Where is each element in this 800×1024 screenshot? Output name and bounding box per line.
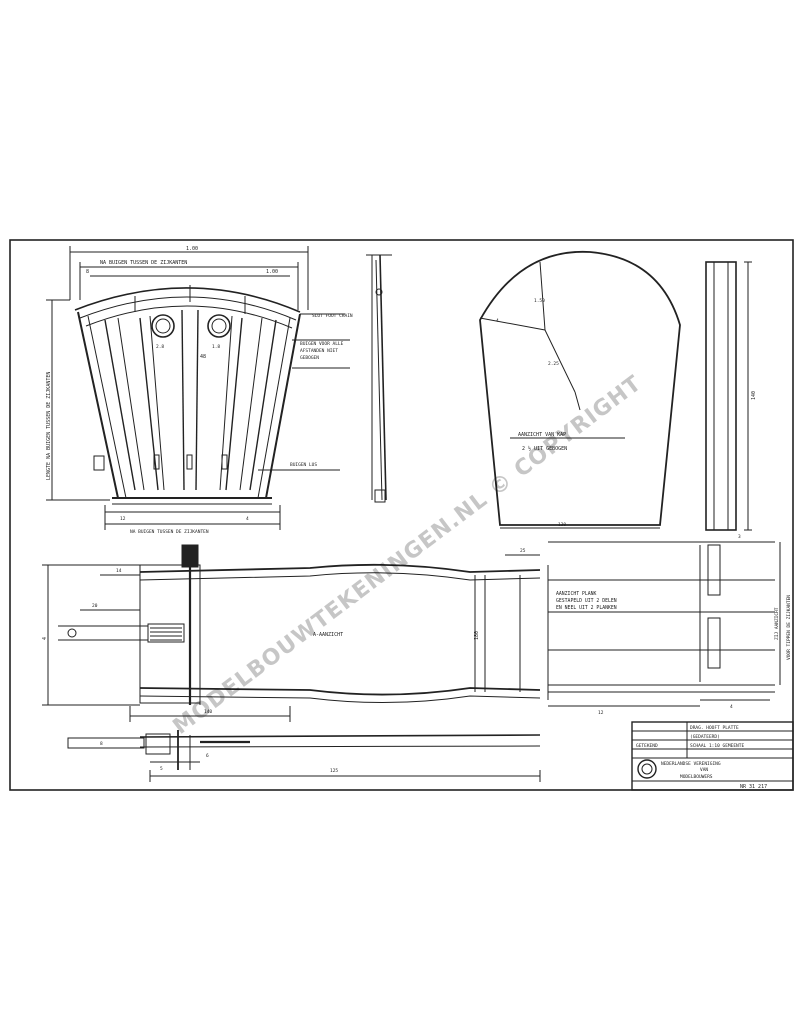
- label-note-1: SLOT FOOT CHAIN: [312, 313, 353, 319]
- label-note-2b: AFSTANDEN NIET: [300, 348, 338, 354]
- label-bottom-span: NA BUIGEN TUSSEN DE ZIJKANTEN: [130, 529, 209, 535]
- sheet-border: [9, 239, 794, 791]
- side-view: [67, 730, 541, 782]
- label-top-span: NA BUIGEN TUSSEN DE ZIJKANTEN: [100, 260, 187, 266]
- label-center: A-AANZICHT: [313, 632, 343, 638]
- tb-row4: GETEKEND: [636, 743, 658, 749]
- dim-d1: 8: [86, 269, 89, 275]
- dim-d5: 2.8: [156, 344, 164, 350]
- dim-d7: 12: [120, 516, 126, 522]
- label-plank-1: AANZICHT PLANK: [556, 591, 597, 597]
- label-note-2c: GEBOGEN: [300, 355, 319, 361]
- dim-d23: 8: [100, 741, 103, 747]
- dim-d4: 48: [200, 354, 206, 360]
- hood-view: [479, 250, 681, 529]
- plan-view: [42, 544, 549, 722]
- dim-d10: 4: [496, 318, 499, 324]
- label-note-2a: BUIGEN VOOR ALLE: [300, 341, 344, 347]
- tall-plank: [705, 261, 752, 531]
- dim-d24: 5: [160, 766, 163, 772]
- label-plank-3: EN NEEL UIT 2 PLANKEN: [556, 605, 617, 611]
- dim-d2: 1.00: [186, 246, 198, 252]
- side-profile: [366, 254, 392, 503]
- tb-number: NR 31 217: [740, 784, 767, 790]
- dim-d8: 4: [246, 516, 249, 522]
- label-kap-sub: 2 ½ UIT GEBOGEN: [522, 445, 567, 452]
- board-view: [548, 541, 781, 707]
- label-plank-2: GESTAPELD UIT 2 DELEN: [556, 598, 617, 604]
- label-ring-note: BUIGEN LUS: [290, 462, 317, 468]
- tb-org-3: MODELBOUWERS: [680, 774, 713, 780]
- dim-d11: 2.25: [548, 361, 559, 367]
- dim-d9: 1.50: [534, 298, 545, 304]
- dim-d21: 12: [598, 710, 604, 716]
- dim-d18: 140: [204, 709, 212, 715]
- label-left-vertical: LENGTE NA BUIGEN TUSSEN DE ZIJKANTEN: [46, 372, 52, 480]
- dim-d3: 1.00: [266, 269, 278, 275]
- dim-d19: 20: [92, 603, 98, 609]
- dim-d12: 130: [558, 522, 566, 528]
- tb-org-1: NEDERLANDSE VERENIGING: [661, 761, 721, 767]
- dim-d15: 180: [474, 631, 480, 640]
- dim-d22: 4: [730, 704, 733, 710]
- dim-d13: 3: [738, 534, 741, 540]
- dim-d14: 140: [751, 391, 757, 400]
- tb-row2: (GEDATEERD): [690, 734, 720, 740]
- tb-org-2: VAN: [700, 767, 708, 773]
- labels: NA BUIGEN TUSSEN DE ZIJKANTEN 8 1.00 1.0…: [42, 246, 792, 790]
- dim-d6: 1.8: [212, 344, 220, 350]
- tb-row1: DRAG. HOOFT PLATTE: [690, 725, 739, 731]
- dim-d26: 6: [206, 753, 209, 759]
- dim-d20: 14: [116, 568, 122, 574]
- front-view: [46, 246, 350, 530]
- copyright-watermark: MODELBOUWTEKENINGEN.NL © COPYRIGHT: [169, 371, 647, 740]
- tb-row3: SCHAAL 1:10 GEMEENTE: [690, 743, 744, 749]
- label-kap-title: AANZICHT VAN KAP: [518, 432, 566, 438]
- dim-d16: 25: [520, 548, 526, 554]
- title-block: [631, 721, 794, 791]
- label-right-vertical-a: ZIJ AANZICHT: [774, 607, 780, 640]
- dim-d17: 4: [42, 637, 48, 640]
- label-right-vertical-b: VOOR TIPPEN DE ZIJKANTEN: [786, 595, 792, 660]
- dim-d25: 125: [330, 768, 338, 774]
